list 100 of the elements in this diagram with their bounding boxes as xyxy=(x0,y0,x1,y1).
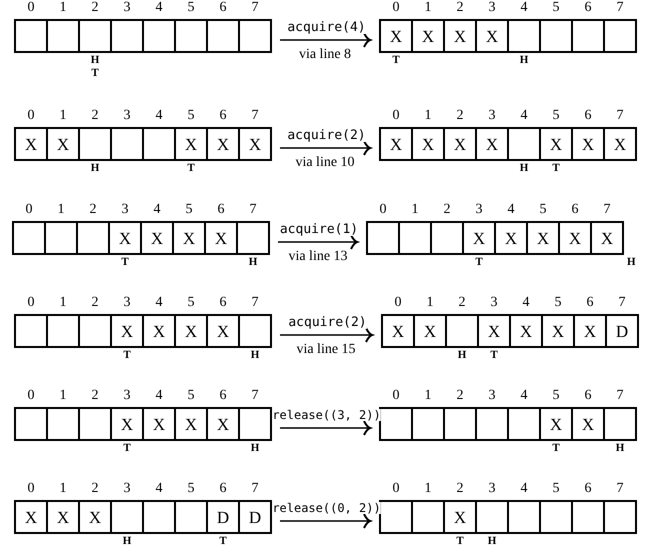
index-number: 1 xyxy=(58,296,68,310)
index-number: 3 xyxy=(122,389,132,403)
edge-label: release((0, 2)) xyxy=(272,502,381,514)
cell-value: D xyxy=(248,508,262,526)
index-number: 0 xyxy=(378,203,388,217)
cell-value: X xyxy=(248,136,262,152)
index-number: 2 xyxy=(442,203,452,217)
index-number: 0 xyxy=(24,203,34,217)
index-number: 4 xyxy=(154,482,164,496)
index-number: 1 xyxy=(58,389,68,403)
cell-value: X xyxy=(184,322,198,340)
edge-label: acquire(2) xyxy=(288,316,367,329)
index-number: 6 xyxy=(584,1,592,15)
index-number: 5 xyxy=(552,1,560,15)
pointer-marker: H xyxy=(627,257,636,268)
cell-value: X xyxy=(184,416,198,432)
index-number: 1 xyxy=(424,1,432,15)
index-number: 1 xyxy=(410,203,420,217)
index-number: 5 xyxy=(184,203,194,217)
index-number: 0 xyxy=(26,389,36,403)
index-number: 5 xyxy=(552,482,560,496)
cell-value: X xyxy=(214,230,228,246)
pointer-marker: T xyxy=(218,536,228,547)
index-number: 3 xyxy=(122,296,132,310)
index-number: 4 xyxy=(506,203,516,217)
index-number: 6 xyxy=(218,389,228,403)
index-number: 5 xyxy=(186,296,196,310)
index-number: 0 xyxy=(392,389,400,403)
cell-value: X xyxy=(552,322,564,340)
index-number: 7 xyxy=(616,389,624,403)
pointer-marker: T xyxy=(120,257,130,268)
pointer-marker: H xyxy=(90,55,100,66)
cell-value: X xyxy=(584,322,596,340)
cell-value: X xyxy=(390,28,402,44)
cell-value: X xyxy=(520,322,532,340)
cell-value: X xyxy=(150,230,164,246)
index-number: 4 xyxy=(520,109,528,123)
edge-label: acquire(1) xyxy=(280,223,358,236)
pointer-marker: T xyxy=(474,257,484,268)
cell-value: X xyxy=(56,136,70,152)
index-number: 0 xyxy=(26,482,36,496)
cell-value: X xyxy=(24,508,38,526)
index-number: 3 xyxy=(120,203,130,217)
index-number: 4 xyxy=(522,296,530,310)
index-number: 4 xyxy=(154,389,164,403)
index-number: 2 xyxy=(90,482,100,496)
cell-value: D xyxy=(216,508,230,526)
index-number: 5 xyxy=(186,109,196,123)
index-number: 4 xyxy=(154,1,164,15)
index-number: 3 xyxy=(488,482,496,496)
cell-value: X xyxy=(88,508,102,526)
index-number: 2 xyxy=(456,109,464,123)
index-number: 1 xyxy=(424,482,432,496)
index-number: 3 xyxy=(122,109,132,123)
index-number: 2 xyxy=(90,109,100,123)
index-number: 5 xyxy=(554,296,562,310)
index-number: 2 xyxy=(90,296,100,310)
cell-value: X xyxy=(582,136,594,152)
index-number: 7 xyxy=(250,389,260,403)
index-number: 0 xyxy=(394,296,402,310)
cell-value: X xyxy=(422,28,434,44)
index-number: 5 xyxy=(186,482,196,496)
index-number: 5 xyxy=(186,1,196,15)
index-number: 7 xyxy=(618,296,626,310)
index-number: 3 xyxy=(488,109,496,123)
pointer-marker: H xyxy=(248,257,258,268)
index-number: 6 xyxy=(570,203,580,217)
cell-value: X xyxy=(422,136,434,152)
cell-value: X xyxy=(486,28,498,44)
cell-value: X xyxy=(614,136,626,152)
cell-value: X xyxy=(216,322,230,340)
index-number: 6 xyxy=(216,203,226,217)
index-number: 5 xyxy=(186,389,196,403)
index-number: 6 xyxy=(584,389,592,403)
cell-value: X xyxy=(550,136,562,152)
index-number: 7 xyxy=(616,109,624,123)
index-number: 4 xyxy=(154,296,164,310)
index-number: 1 xyxy=(58,482,68,496)
index-number: 7 xyxy=(250,1,260,15)
index-number: 7 xyxy=(250,482,260,496)
index-number: 3 xyxy=(122,1,132,15)
pointer-marker: H xyxy=(250,443,260,454)
index-number: 6 xyxy=(586,296,594,310)
index-number: 3 xyxy=(122,482,132,496)
index-number: 1 xyxy=(426,296,434,310)
cell-value: X xyxy=(216,136,230,152)
index-number: 2 xyxy=(456,389,464,403)
index-number: 0 xyxy=(392,1,400,15)
pointer-marker: T xyxy=(551,443,561,454)
index-number: 1 xyxy=(58,109,68,123)
index-number: 4 xyxy=(154,109,164,123)
cell-value: X xyxy=(536,230,550,246)
cell-value: X xyxy=(568,230,582,246)
cell-value: X xyxy=(152,322,166,340)
cell-value: X xyxy=(488,322,500,340)
pointer-marker: T xyxy=(489,350,499,361)
index-number: 3 xyxy=(474,203,484,217)
cell-value: X xyxy=(454,136,466,152)
cell-value: X xyxy=(392,322,404,340)
edge-label: acquire(2) xyxy=(287,129,366,142)
